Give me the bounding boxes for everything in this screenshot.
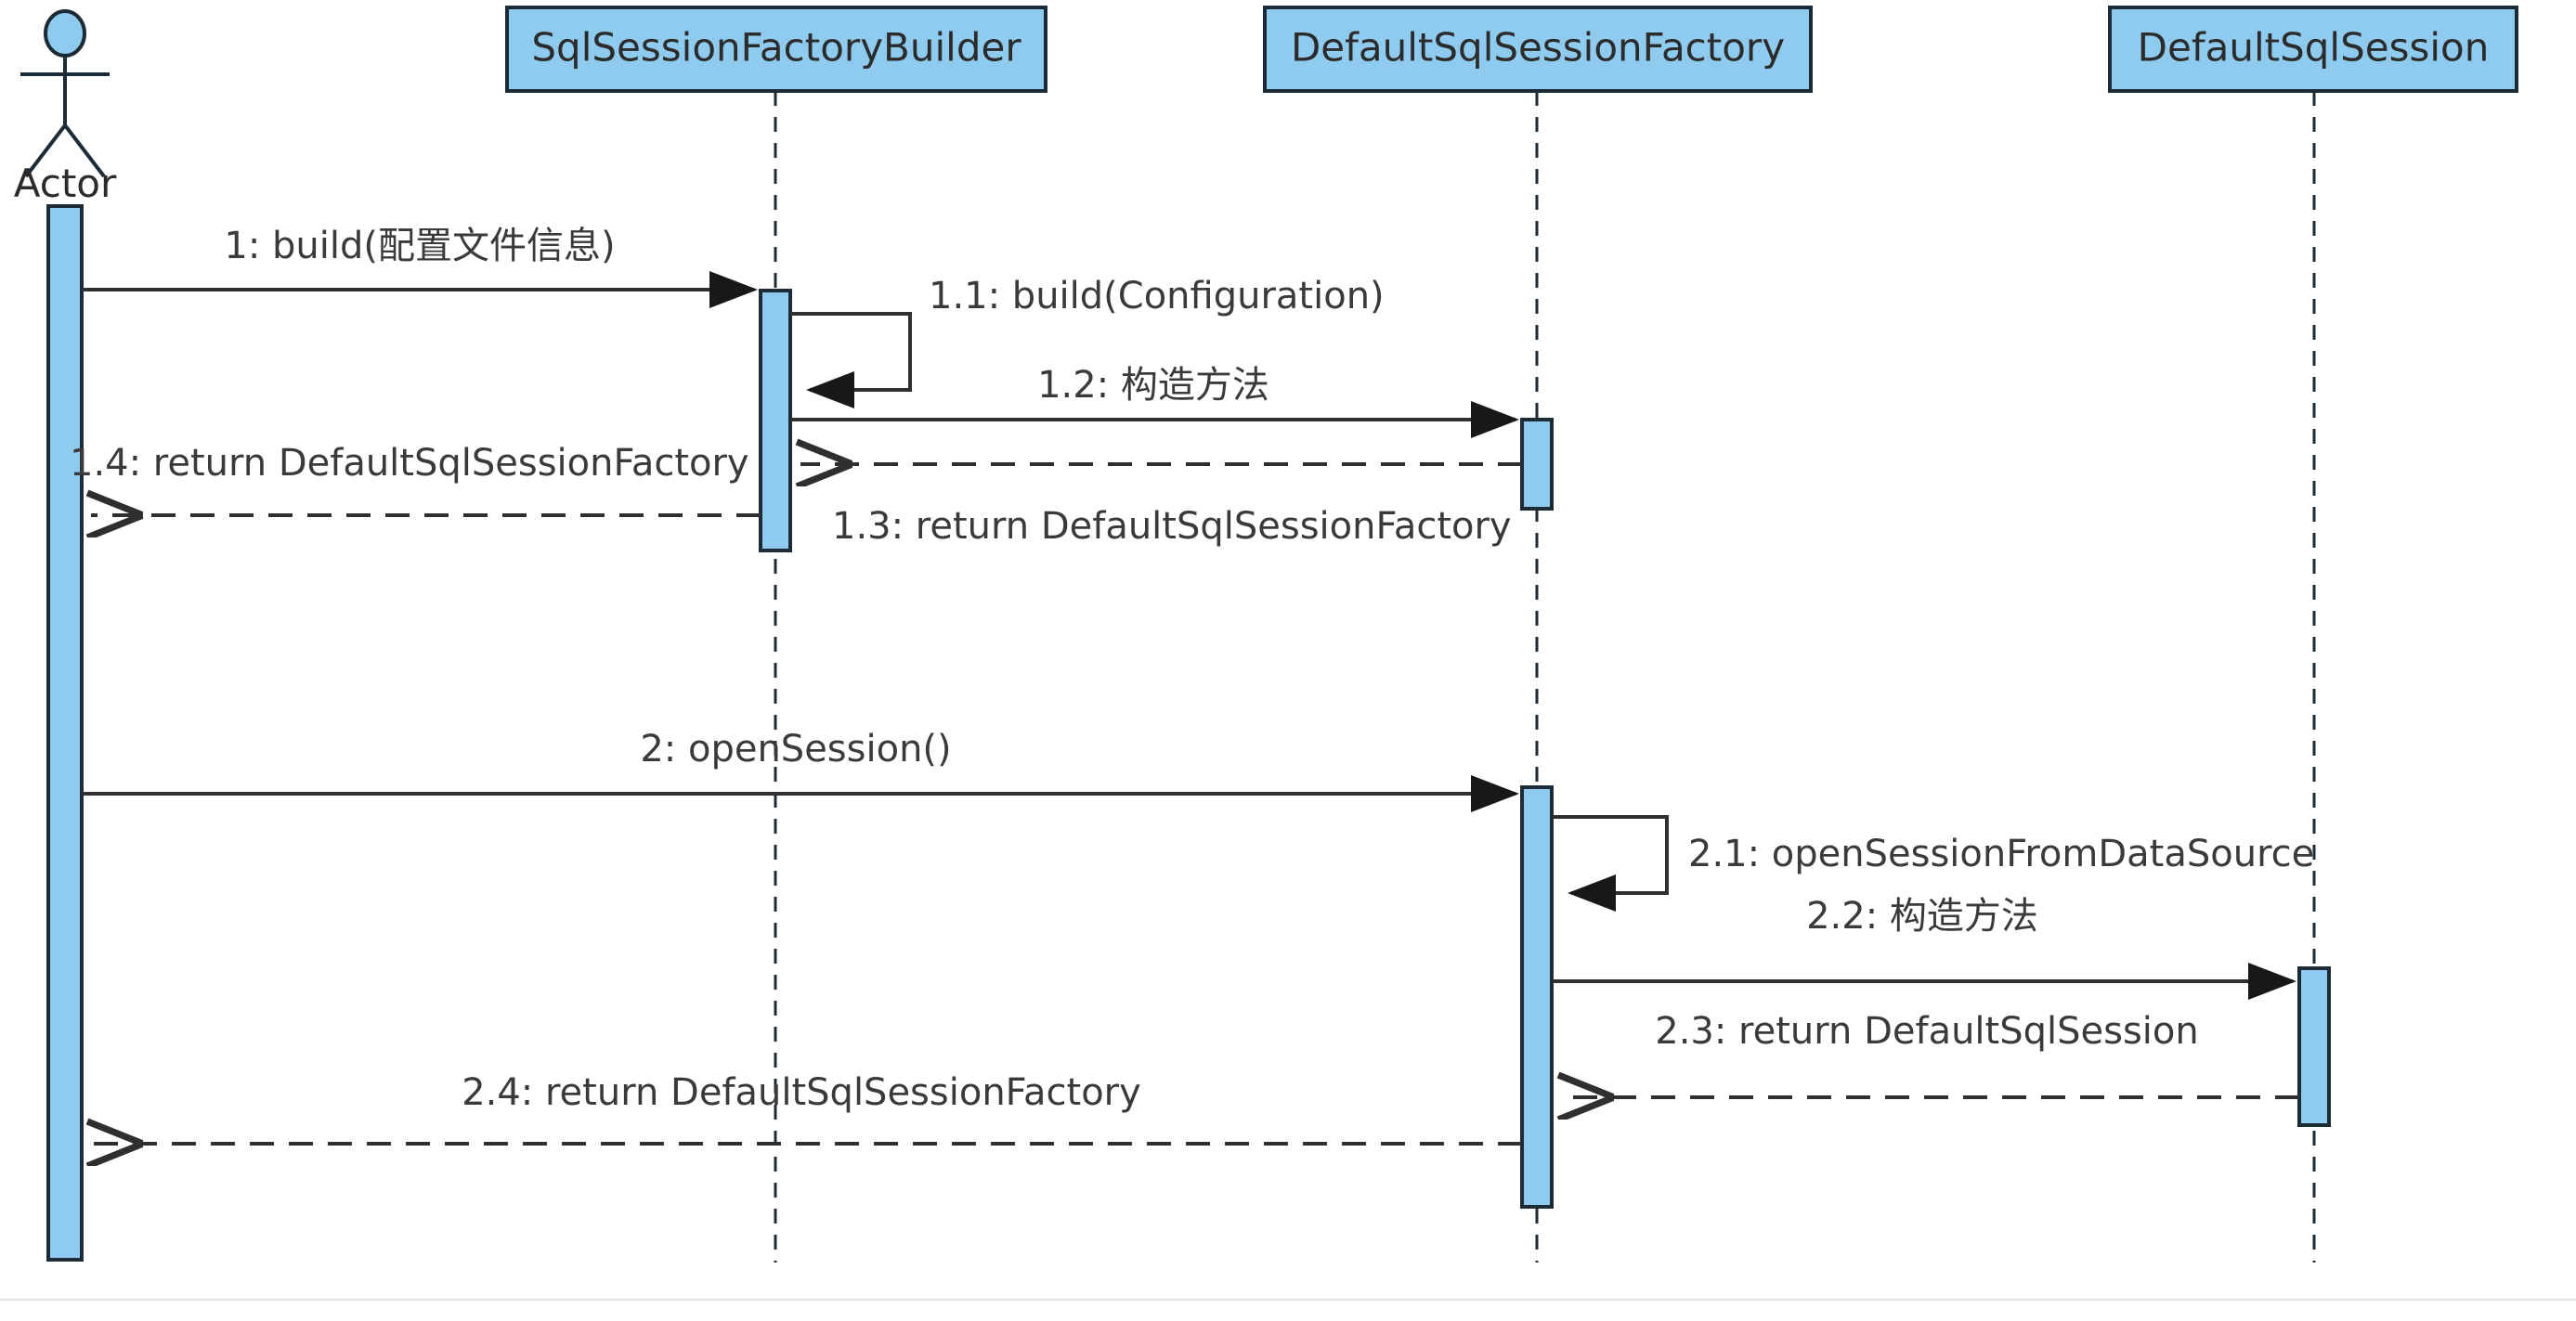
- lifeline-header-factory[interactable]: [1263, 6, 1813, 93]
- lifeline-title-session: DefaultSqlSession: [2138, 25, 2490, 71]
- message-1-4[interactable]: 1.4: return DefaultSqlSessionFactory: [70, 442, 761, 515]
- activation-factory-2: [1520, 785, 1554, 1209]
- participant-builder[interactable]: SqlSessionFactoryBuilder: [505, 6, 1047, 1263]
- lifeline-header-session[interactable]: [2108, 6, 2518, 93]
- participant-factory[interactable]: DefaultSqlSessionFactory: [1263, 6, 1813, 1263]
- message-1-label: 1: build(配置文件信息): [224, 225, 615, 267]
- message-1-1[interactable]: 1.1: build(Configuration): [790, 275, 1385, 408]
- message-1-2[interactable]: 1.2: 构造方法: [790, 364, 1519, 438]
- message-2-label: 2: openSession(): [640, 728, 951, 771]
- message-1-1-label: 1.1: build(Configuration): [929, 275, 1385, 317]
- lifeline-title-factory: DefaultSqlSessionFactory: [1291, 25, 1785, 71]
- message-2-1-line: [1552, 815, 1669, 912]
- activation-session: [2297, 966, 2331, 1127]
- message-2-2[interactable]: 2.2: 构造方法: [1552, 895, 2296, 1000]
- message-1-2-label: 1.2: 构造方法: [1037, 364, 1269, 407]
- message-2-1-label: 2.1: openSessionFromDataSource: [1688, 833, 2314, 875]
- actor-label: Actor: [14, 161, 117, 206]
- activation-actor: [46, 204, 84, 1262]
- message-2-1[interactable]: 2.1: openSessionFromDataSource: [1552, 815, 2314, 912]
- message-2-3[interactable]: 2.3: return DefaultSqlSession: [1562, 1010, 2299, 1097]
- lifeline-header-builder[interactable]: [505, 6, 1047, 93]
- activation-builder: [759, 289, 792, 552]
- activation-factory-1: [1520, 418, 1554, 511]
- message-2-4-label: 2.4: return DefaultSqlSessionFactory: [462, 1071, 1141, 1114]
- message-1-4-label: 1.4: return DefaultSqlSessionFactory: [70, 442, 749, 485]
- message-1-3-label: 1.3: return DefaultSqlSessionFactory: [832, 505, 1512, 548]
- message-2[interactable]: 2: openSession(): [82, 728, 1519, 812]
- actor-leg-right-icon: [63, 123, 106, 178]
- message-1[interactable]: 1: build(配置文件信息): [82, 225, 758, 308]
- message-2-4[interactable]: 2.4: return DefaultSqlSessionFactory: [91, 1071, 1522, 1144]
- actor-leg-left-icon: [24, 123, 67, 178]
- message-1-1-line: [790, 312, 912, 408]
- actor-head-icon: [44, 9, 86, 58]
- lifeline-title-builder: SqlSessionFactoryBuilder: [531, 25, 1021, 71]
- message-2-3-label: 2.3: return DefaultSqlSession: [1655, 1010, 2199, 1053]
- participant-actor[interactable]: Actor: [14, 9, 117, 1263]
- message-1-3[interactable]: 1.3: return DefaultSqlSessionFactory: [800, 464, 1522, 548]
- message-2-2-label: 2.2: 构造方法: [1806, 895, 2038, 938]
- participant-session[interactable]: DefaultSqlSession: [2108, 6, 2518, 1263]
